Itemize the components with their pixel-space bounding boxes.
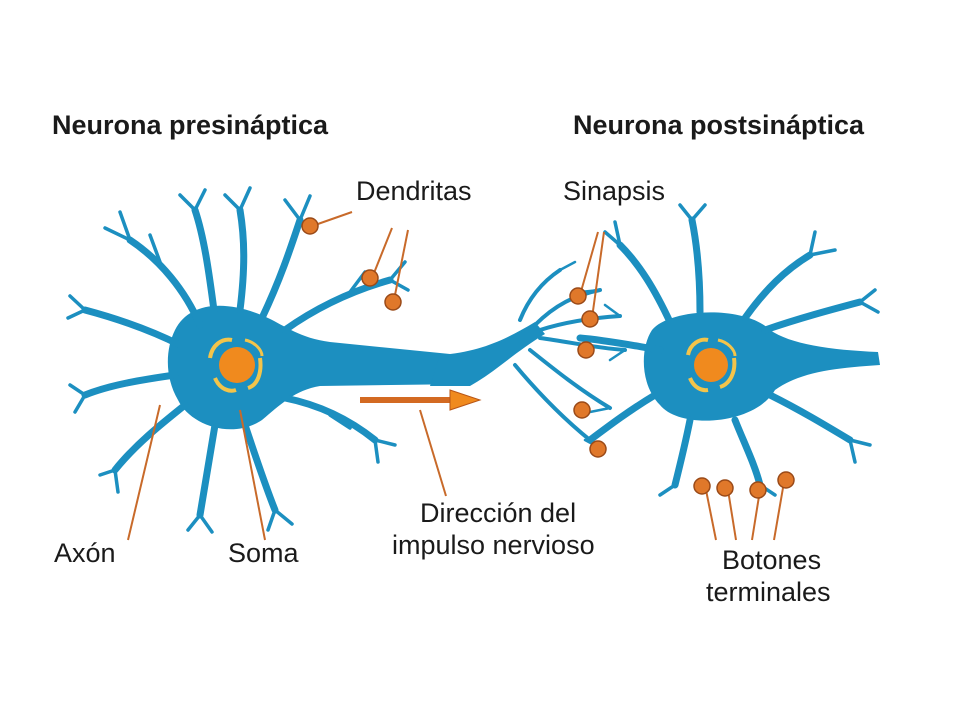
presynaptic-soma	[167, 305, 471, 430]
botones-label-line2: terminales	[706, 577, 831, 607]
direction-label-line2: impulso nervioso	[392, 530, 595, 560]
direction-label-line1: Dirección del	[420, 498, 577, 528]
dendritas-label: Dendritas	[356, 176, 472, 206]
synaptic-knobs	[301, 217, 795, 499]
botones-label-line1: Botones	[722, 545, 822, 575]
axon-label: Axón	[54, 538, 116, 568]
axon-body	[430, 322, 545, 386]
presynaptic-nucleus	[208, 337, 264, 393]
direction-arrow	[360, 389, 482, 411]
neurons	[66, 186, 880, 534]
postsynaptic-nucleus	[686, 337, 737, 393]
sinapsis-label: Sinapsis	[563, 176, 666, 206]
presynaptic-heading: Neurona presináptica	[52, 110, 329, 140]
soma-label: Soma	[228, 538, 299, 568]
postsynaptic-heading: Neurona postsináptica	[573, 110, 865, 140]
